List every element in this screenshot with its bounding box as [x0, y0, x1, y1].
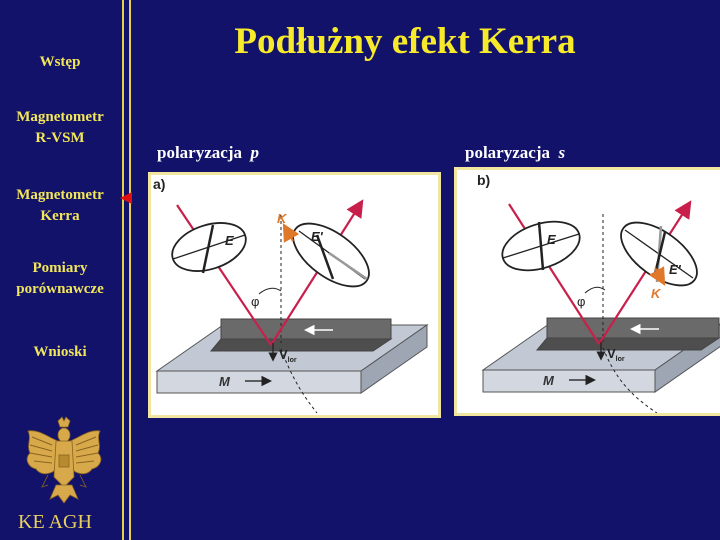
reflected-beam-b [598, 200, 692, 345]
figure-b-tag: b) [477, 172, 490, 188]
incident-beam-a [176, 204, 272, 346]
magnetization-label-b: M [543, 373, 555, 388]
kerra-diagram-a: a) M φ Vlor E [153, 176, 429, 414]
figure-panel-a: a) M φ Vlor E [148, 172, 441, 418]
velocity-label-b: Vlor [607, 346, 625, 363]
velocity-label-a: Vlor [279, 347, 297, 364]
nav-item-magnetometr-kerra[interactable]: Magnetometr Kerra [16, 187, 104, 224]
sample-slab-b: M [481, 317, 720, 393]
angle-phi-label-a: φ [251, 294, 259, 309]
velocity-sub-b: lor [616, 356, 625, 363]
field-e-prime-label-a: E' [311, 229, 324, 244]
reflected-beam-a [270, 199, 364, 346]
incident-polarization-ellipse-a: E [171, 222, 247, 274]
caption-polarization-p: polaryzacja p [157, 143, 259, 163]
nav-item-wstep[interactable]: Wstęp [39, 54, 81, 70]
velocity-v-a: V [279, 347, 288, 362]
kerr-k-label-a: K [277, 211, 288, 226]
nav-item-magnetometr-rvsm[interactable]: Magnetometr R-VSM [16, 109, 104, 146]
current-section-marker-icon [120, 192, 132, 204]
kerr-vector-a [282, 223, 300, 243]
magnetization-label-a: M [219, 374, 231, 389]
sample-slab-a: M [155, 318, 429, 394]
figure-a-tag: a) [153, 176, 165, 192]
kerra-diagram-b: b) M φ Vlor E E' [477, 172, 720, 413]
footer-label: KE AGH [18, 511, 92, 533]
reflected-polarization-ellipse-a: E' [292, 222, 370, 288]
page-title: Podłużny efekt Kerra [234, 21, 576, 62]
incident-polarization-ellipse-b: E [501, 220, 581, 272]
nav-divider-left [122, 0, 124, 540]
velocity-v-b: V [607, 346, 616, 361]
field-e-label-b: E [547, 232, 556, 247]
eagle-emblem-icon [26, 416, 102, 504]
caption-p-prefix: polaryzacja [157, 143, 242, 162]
nav-divider-right [129, 0, 131, 540]
kerr-vector-b [648, 266, 666, 286]
field-e-label-a: E [225, 233, 234, 248]
field-e-prime-label-b: E' [669, 262, 682, 277]
velocity-sub-a: lor [288, 357, 297, 364]
nav-item-wnioski[interactable]: Wnioski [33, 344, 87, 360]
angle-phi-label-b: φ [577, 294, 585, 309]
figure-panel-b: b) M φ Vlor E E' [454, 167, 720, 416]
reflected-polarization-ellipse-b: E' [620, 221, 698, 287]
kerr-k-label-b: K [651, 286, 662, 301]
caption-s-prefix: polaryzacja [465, 143, 550, 162]
nav-item-pomiary-porownawcze[interactable]: Pomiary porównawcze [16, 260, 104, 297]
caption-s-var: s [558, 143, 566, 162]
caption-p-var: p [250, 143, 259, 162]
incident-beam-b [508, 203, 600, 345]
caption-polarization-s: polaryzacja s [465, 143, 565, 163]
